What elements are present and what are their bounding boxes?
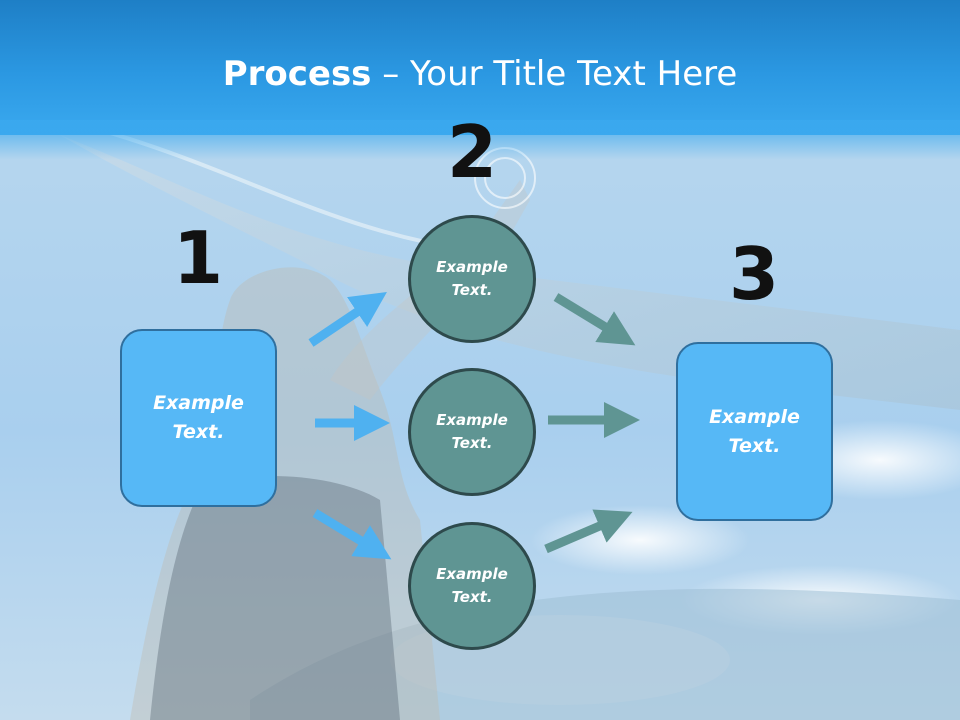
slide-title-rest: – Your Title Text Here [371,54,738,94]
slide-title: Process – Your Title Text Here [0,52,960,96]
middle-node-center-line1: Example [436,411,508,429]
title-banner-fade [0,120,960,160]
title-banner [0,0,960,135]
step-number-1: 1 [172,216,224,300]
slide-title-bold: Process [222,54,372,94]
middle-node-top-line1: Example [436,258,508,276]
step-number-3: 3 [728,232,780,316]
middle-node-top-line2: Text. [451,281,493,299]
step-1-box: Example Text. [120,329,277,507]
step-3-box: Example Text. [676,342,833,521]
step-3-box-line1: Example [709,405,800,428]
arrow-step1-to-bottom [312,509,392,560]
step-3-box-line2: Text. [728,434,781,457]
arrow-step1-to-top [308,291,387,347]
middle-node-bottom: Example Text. [408,522,536,650]
arrow-bottom-to-step3 [544,509,633,554]
step-number-2: 2 [446,110,498,194]
step-1-box-line2: Text. [172,421,225,443]
middle-node-bottom-line2: Text. [451,588,493,606]
middle-node-center: Example Text. [408,368,536,496]
middle-node-top: Example Text. [408,215,536,343]
middle-node-center-line2: Text. [451,434,493,452]
arrow-top-to-step3 [553,293,636,346]
middle-node-bottom-line1: Example [436,565,508,583]
step-1-box-line1: Example [153,392,244,414]
